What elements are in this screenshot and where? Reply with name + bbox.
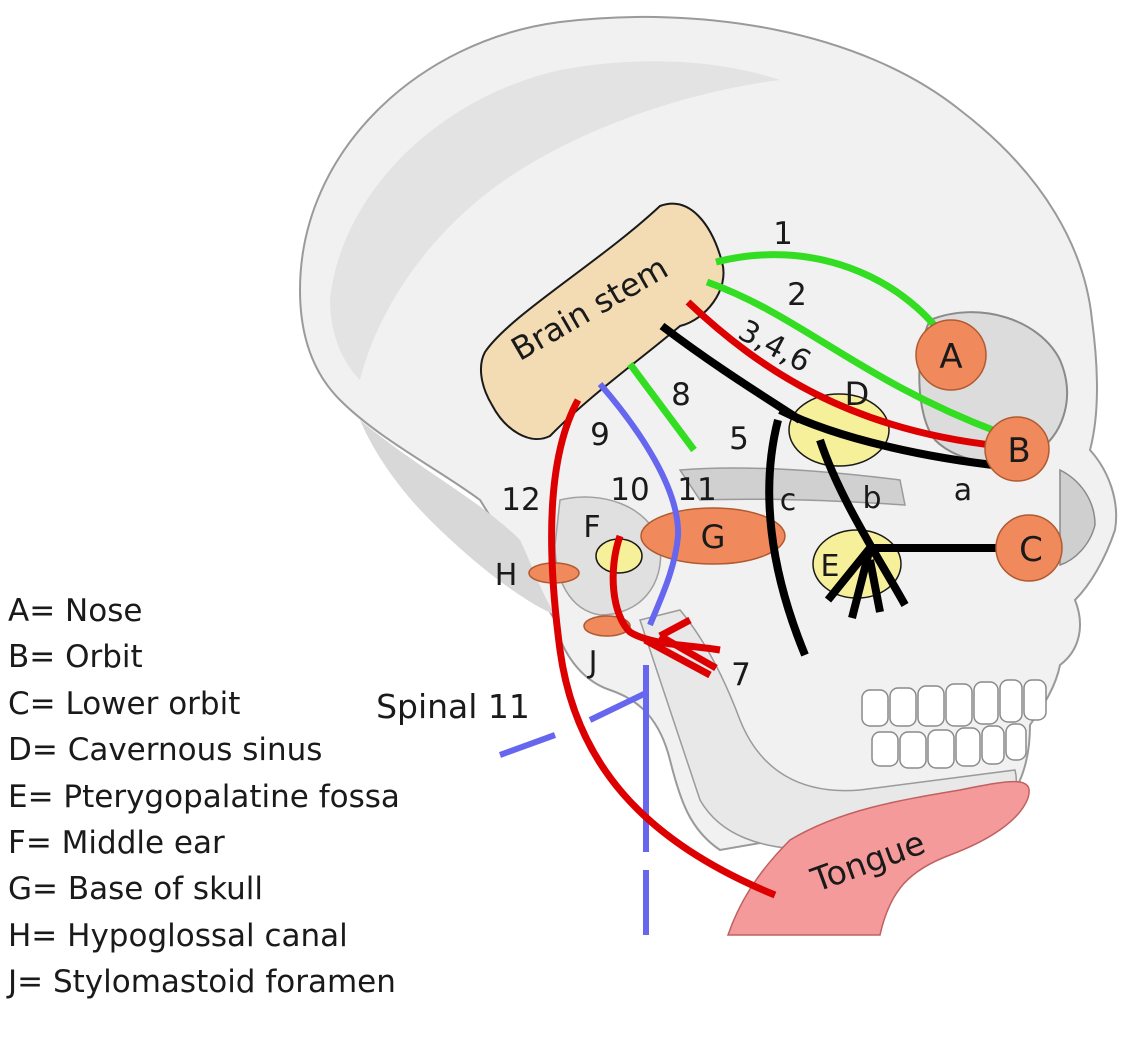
nerve-8-label: 8	[671, 377, 691, 413]
nerve-11-label: 11	[677, 472, 716, 508]
nerve-9-label: 9	[590, 417, 610, 453]
branch-b-label: b	[862, 481, 881, 516]
legend-item-b: B= Orbit	[8, 634, 400, 680]
nerve-10-label: 10	[610, 472, 649, 508]
structure-f-label: F	[583, 510, 600, 545]
nerve-5-label: 5	[729, 421, 749, 457]
legend: A= Nose B= Orbit C= Lower orbit D= Caver…	[8, 588, 400, 1006]
nerve-12-label: 12	[501, 482, 540, 518]
structure-g-label: G	[701, 518, 726, 556]
legend-item-h: H= Hypoglossal canal	[8, 913, 400, 959]
legend-item-g: G= Base of skull	[8, 866, 400, 912]
legend-item-a: A= Nose	[8, 588, 400, 634]
structure-d-label: D	[845, 375, 870, 413]
structure-j-label: J	[587, 645, 598, 680]
legend-item-c: C= Lower orbit	[8, 681, 400, 727]
structure-e-label: E	[821, 549, 840, 584]
legend-item-j: J= Stylomastoid foramen	[8, 959, 400, 1005]
legend-item-f: F= Middle ear	[8, 820, 400, 866]
legend-item-e: E= Pterygopalatine fossa	[8, 774, 400, 820]
branch-a-label: a	[954, 473, 972, 508]
nerve-1-label: 1	[773, 216, 793, 252]
legend-item-d: D= Cavernous sinus	[8, 727, 400, 773]
structure-c-label: C	[1019, 530, 1043, 570]
structure-b-label: B	[1007, 431, 1030, 471]
branch-c-label: c	[780, 483, 797, 518]
nerve-7-label: 7	[731, 657, 751, 693]
nerve-2-label: 2	[787, 277, 807, 313]
structure-h-label: H	[495, 558, 518, 593]
structure-a-label: A	[939, 337, 962, 377]
